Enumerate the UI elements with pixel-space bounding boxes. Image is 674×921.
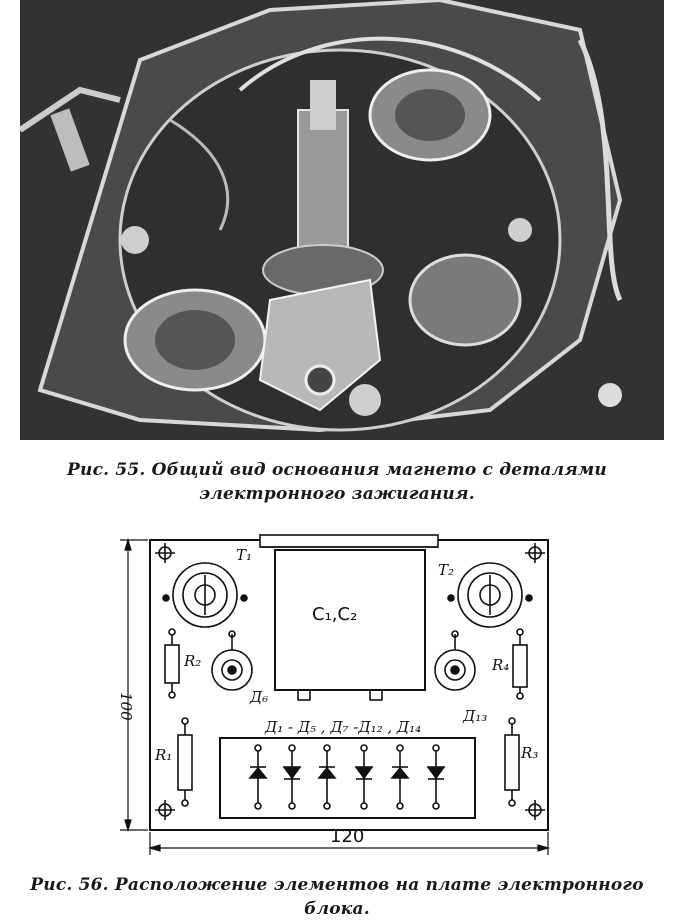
array-diode-2 [282,744,302,810]
board-outline [149,539,549,831]
transistor-t1 [162,562,248,628]
array-diode-5 [390,744,410,810]
figure-55-caption: Рис. 55. Общий вид основания магнето с д… [67,460,607,504]
resistor-r1 [177,717,193,807]
array-diode-4 [354,744,374,810]
diode-array-box [219,737,476,819]
array-diode-3 [317,744,337,810]
array-diode-6 [426,744,446,810]
mounting-holes [155,543,545,820]
resistor-r3 [504,717,520,807]
label-r1: R₁ [154,746,172,764]
resistor-r2 [164,628,180,699]
label-t1: T₁ [236,546,252,564]
diode-d6 [211,630,253,691]
dimension-width: 120 [330,826,364,847]
board-layout-diagram: T₁ T₂ C₁,C₂ R₂ R₄ Д₆ Д₁₃ R₁ R₃ Д₁ - Д₅ ,… [117,534,551,855]
magneto-base-photo [20,0,664,440]
dimension-height: 100 [117,692,135,721]
resistor-r4 [512,628,528,700]
capacitor-block [274,549,426,691]
label-d13: Д₁₃ [462,707,487,725]
transistor-t2 [447,562,533,628]
diode-d13 [434,630,476,691]
label-t2: T₂ [438,561,454,579]
label-r4: R₄ [491,656,509,674]
figure-56-caption: Рис. 56. Расположение элементов на плате… [30,875,644,919]
label-capacitor: C₁,C₂ [312,604,357,625]
label-d6: Д₆ [249,688,268,706]
array-diode-1 [248,744,268,810]
diode-array [248,744,446,810]
label-diodes: Д₁ - Д₅ , Д₇ -Д₁₂ , Д₁₄ [264,718,421,736]
label-r2: R₂ [183,652,201,670]
label-r3: R₃ [520,744,538,762]
